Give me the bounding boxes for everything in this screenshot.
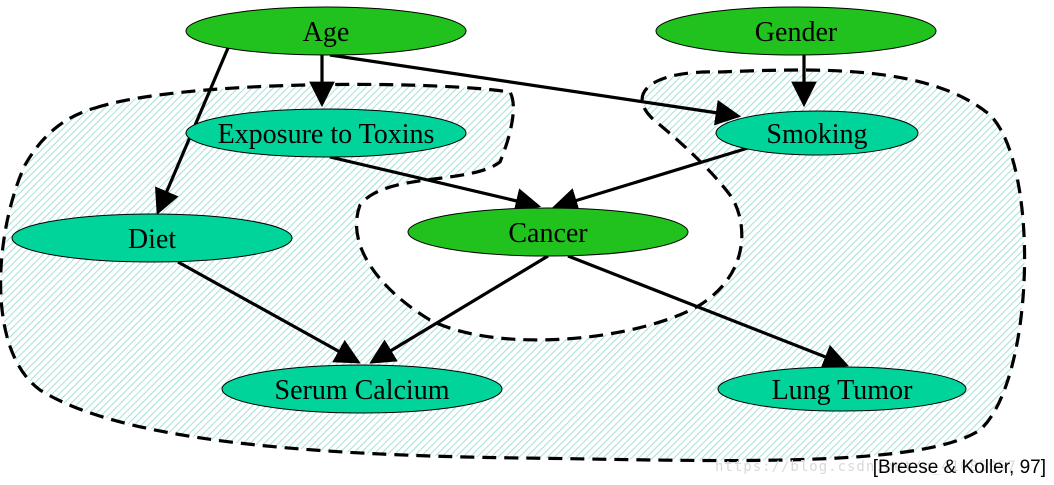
edge-cancer-lung bbox=[567, 254, 849, 369]
node-cancer-label: Cancer bbox=[508, 218, 588, 249]
node-gender-shape bbox=[655, 6, 937, 56]
node-gender: Gender bbox=[655, 6, 937, 56]
node-serum-shape bbox=[221, 364, 503, 414]
node-smoking: Smoking bbox=[715, 110, 919, 156]
edge-cancer-serum bbox=[369, 254, 549, 364]
edges bbox=[155, 47, 849, 369]
citation-text: [Breese & Koller, 97] bbox=[872, 457, 1046, 478]
node-gender-label: Gender bbox=[755, 17, 838, 48]
node-serum-label: Serum Calcium bbox=[275, 375, 450, 406]
node-age-shape bbox=[185, 6, 467, 56]
node-diet-shape bbox=[11, 213, 293, 263]
node-diet-label: Diet bbox=[128, 224, 176, 255]
node-age: Age bbox=[185, 6, 467, 56]
node-serum: Serum Calcium bbox=[221, 364, 503, 414]
node-exposure-shape bbox=[185, 108, 467, 158]
node-lung-label: Lung Tumor bbox=[772, 375, 913, 406]
node-diet: Diet bbox=[11, 213, 293, 263]
edge-diet-serum bbox=[177, 260, 361, 364]
hatched-region bbox=[0, 68, 1027, 463]
edge-age-smoking bbox=[329, 53, 742, 126]
node-lung: Lung Tumor bbox=[717, 366, 967, 412]
edge-smoking-cancer bbox=[551, 146, 749, 213]
edge-exposure-cancer bbox=[329, 155, 542, 214]
node-exposure-label: Exposure to Toxins bbox=[218, 119, 435, 150]
node-cancer-shape bbox=[407, 207, 689, 257]
node-cancer: Cancer bbox=[407, 207, 689, 257]
node-exposure: Exposure to Toxins bbox=[185, 108, 467, 158]
watermark-text: https://blog.csdn.net/u_41085957 bbox=[715, 459, 1017, 475]
node-age-label: Age bbox=[303, 17, 350, 48]
node-smoking-shape bbox=[715, 110, 919, 156]
node-lung-shape bbox=[717, 366, 967, 412]
node-smoking-label: Smoking bbox=[766, 119, 867, 150]
